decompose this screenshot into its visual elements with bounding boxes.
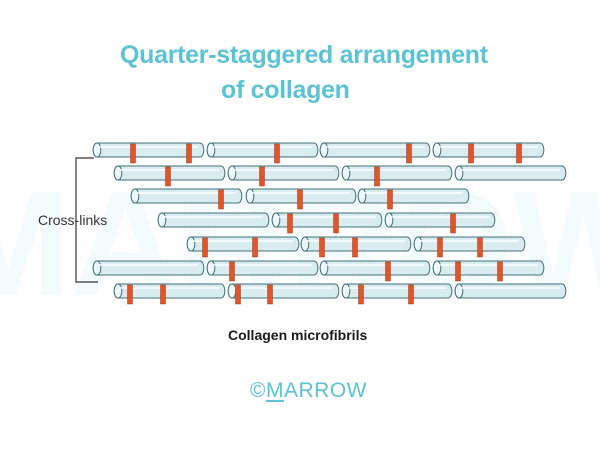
crosslink-marker-row5-6: [477, 237, 483, 258]
collagen-fibril-end-row2-1: [113, 165, 123, 181]
collagen-fibril-end-row7-4: [454, 283, 464, 299]
collagen-fibril-end-row7-2: [227, 283, 237, 299]
crosslinks-bracket: [75, 157, 98, 283]
collagen-fibril-row3-3: [357, 188, 470, 204]
logo-copyright-symbol: ©: [250, 379, 266, 402]
crosslink-marker-row7-3: [235, 284, 241, 305]
collagen-fibril-end-row1-2: [206, 142, 216, 158]
logo-rest: ARROW: [283, 379, 367, 402]
collagen-fibril-end-row2-2: [227, 165, 237, 181]
crosslink-marker-row1-5: [468, 143, 474, 164]
collagen-fibril-row1-4: [432, 142, 545, 158]
crosslink-marker-row6-1: [229, 261, 235, 282]
crosslink-marker-row6-4: [497, 261, 503, 282]
crosslink-marker-row7-1: [127, 284, 133, 305]
diagram-title-line-2: of collagen: [221, 76, 350, 104]
fibril-group: [92, 142, 567, 305]
collagen-fibril-end-row2-4: [454, 165, 464, 181]
crosslink-marker-row5-2: [252, 237, 258, 258]
collagen-fibril-row6-1: [92, 260, 205, 276]
collagen-fibril-row3-1: [130, 188, 243, 204]
crosslink-marker-row4-1: [287, 213, 293, 234]
crosslink-marker-row3-2: [297, 189, 303, 210]
collagen-fibril-row6-3: [319, 260, 431, 276]
collagen-fibril-row2-2: [227, 165, 340, 181]
crosslink-marker-row7-5: [358, 284, 364, 305]
collagen-fibril-end-row1-4: [432, 142, 442, 158]
collagen-fibril-end-row5-3: [413, 236, 423, 252]
logo-first-letter: M: [265, 379, 284, 402]
collagen-fibril-end-row6-3: [319, 260, 329, 276]
collagen-fibril-end-row4-3: [384, 212, 394, 228]
crosslink-marker-row3-3: [387, 189, 393, 210]
collagen-fibril-row2-4: [454, 165, 567, 181]
collagen-fibril-row6-4: [432, 260, 545, 276]
collagen-fibril-end-row1-3: [319, 142, 329, 158]
collagen-fibril-end-row3-3: [357, 188, 367, 204]
crosslink-marker-row5-3: [319, 237, 325, 258]
collagen-fibril-row7-4: [454, 283, 567, 299]
collagen-fibril-end-row3-2: [245, 188, 255, 204]
collagen-fibril-end-row7-1: [113, 283, 123, 299]
collagen-fibril-end-row6-4: [432, 260, 442, 276]
crosslink-marker-row1-2: [186, 143, 192, 164]
collagen-fibril-end-row4-1: [157, 212, 167, 228]
collagen-fibril-end-row3-1: [130, 188, 140, 204]
marrow-logo: ©MARROW: [250, 379, 367, 403]
crosslink-marker-row7-2: [160, 284, 166, 305]
collagen-fibril-row6-2: [206, 260, 319, 276]
crosslink-marker-row4-3: [450, 213, 456, 234]
collagen-fibril-end-row6-1: [92, 260, 102, 276]
collagen-fibril-row4-3: [384, 212, 496, 228]
collagen-fibril-end-row4-2: [271, 212, 281, 228]
crosslink-marker-row2-3: [374, 166, 380, 187]
crosslink-marker-row1-4: [406, 143, 412, 164]
collagen-fibril-end-row2-3: [341, 165, 351, 181]
bracket-line: [75, 157, 98, 283]
collagen-fibril-row1-3: [319, 142, 431, 158]
collagen-fibril-end-row7-3: [341, 283, 351, 299]
crosslinks-label: Cross-links: [38, 212, 108, 228]
collagen-fibril-end-row6-2: [206, 260, 216, 276]
crosslink-marker-row1-6: [516, 143, 522, 164]
crosslink-marker-row1-3: [274, 143, 280, 164]
crosslink-marker-row6-3: [455, 261, 461, 282]
collagen-fibril-end-row5-1: [186, 236, 196, 252]
diagram-title-line-1: Quarter-staggered arrangement: [120, 41, 488, 69]
crosslink-marker-row5-1: [202, 237, 208, 258]
crosslink-marker-row1-1: [130, 143, 136, 164]
crosslink-marker-row3-1: [218, 189, 224, 210]
crosslink-marker-row2-1: [165, 166, 171, 187]
diagram-caption: Collagen microfibrils: [228, 327, 368, 343]
crosslink-marker-row4-2: [333, 213, 339, 234]
collagen-fibril-row7-2: [227, 283, 340, 299]
crosslink-marker-row5-4: [352, 237, 358, 258]
crosslink-marker-row2-2: [259, 166, 265, 187]
collagen-fibril-row5-3: [413, 236, 526, 252]
collagen-fibril-row2-3: [341, 165, 453, 181]
collagen-fibril-end-row1-1: [92, 142, 102, 158]
crosslink-marker-row6-2: [385, 261, 391, 282]
crosslink-marker-row7-4: [267, 284, 273, 305]
crosslink-marker-row5-5: [437, 237, 443, 258]
collagen-fibril-end-row5-2: [300, 236, 310, 252]
collagen-fibril-row1-2: [206, 142, 319, 158]
collagen-fibril-row4-1: [157, 212, 270, 228]
crosslink-marker-row7-6: [408, 284, 414, 305]
